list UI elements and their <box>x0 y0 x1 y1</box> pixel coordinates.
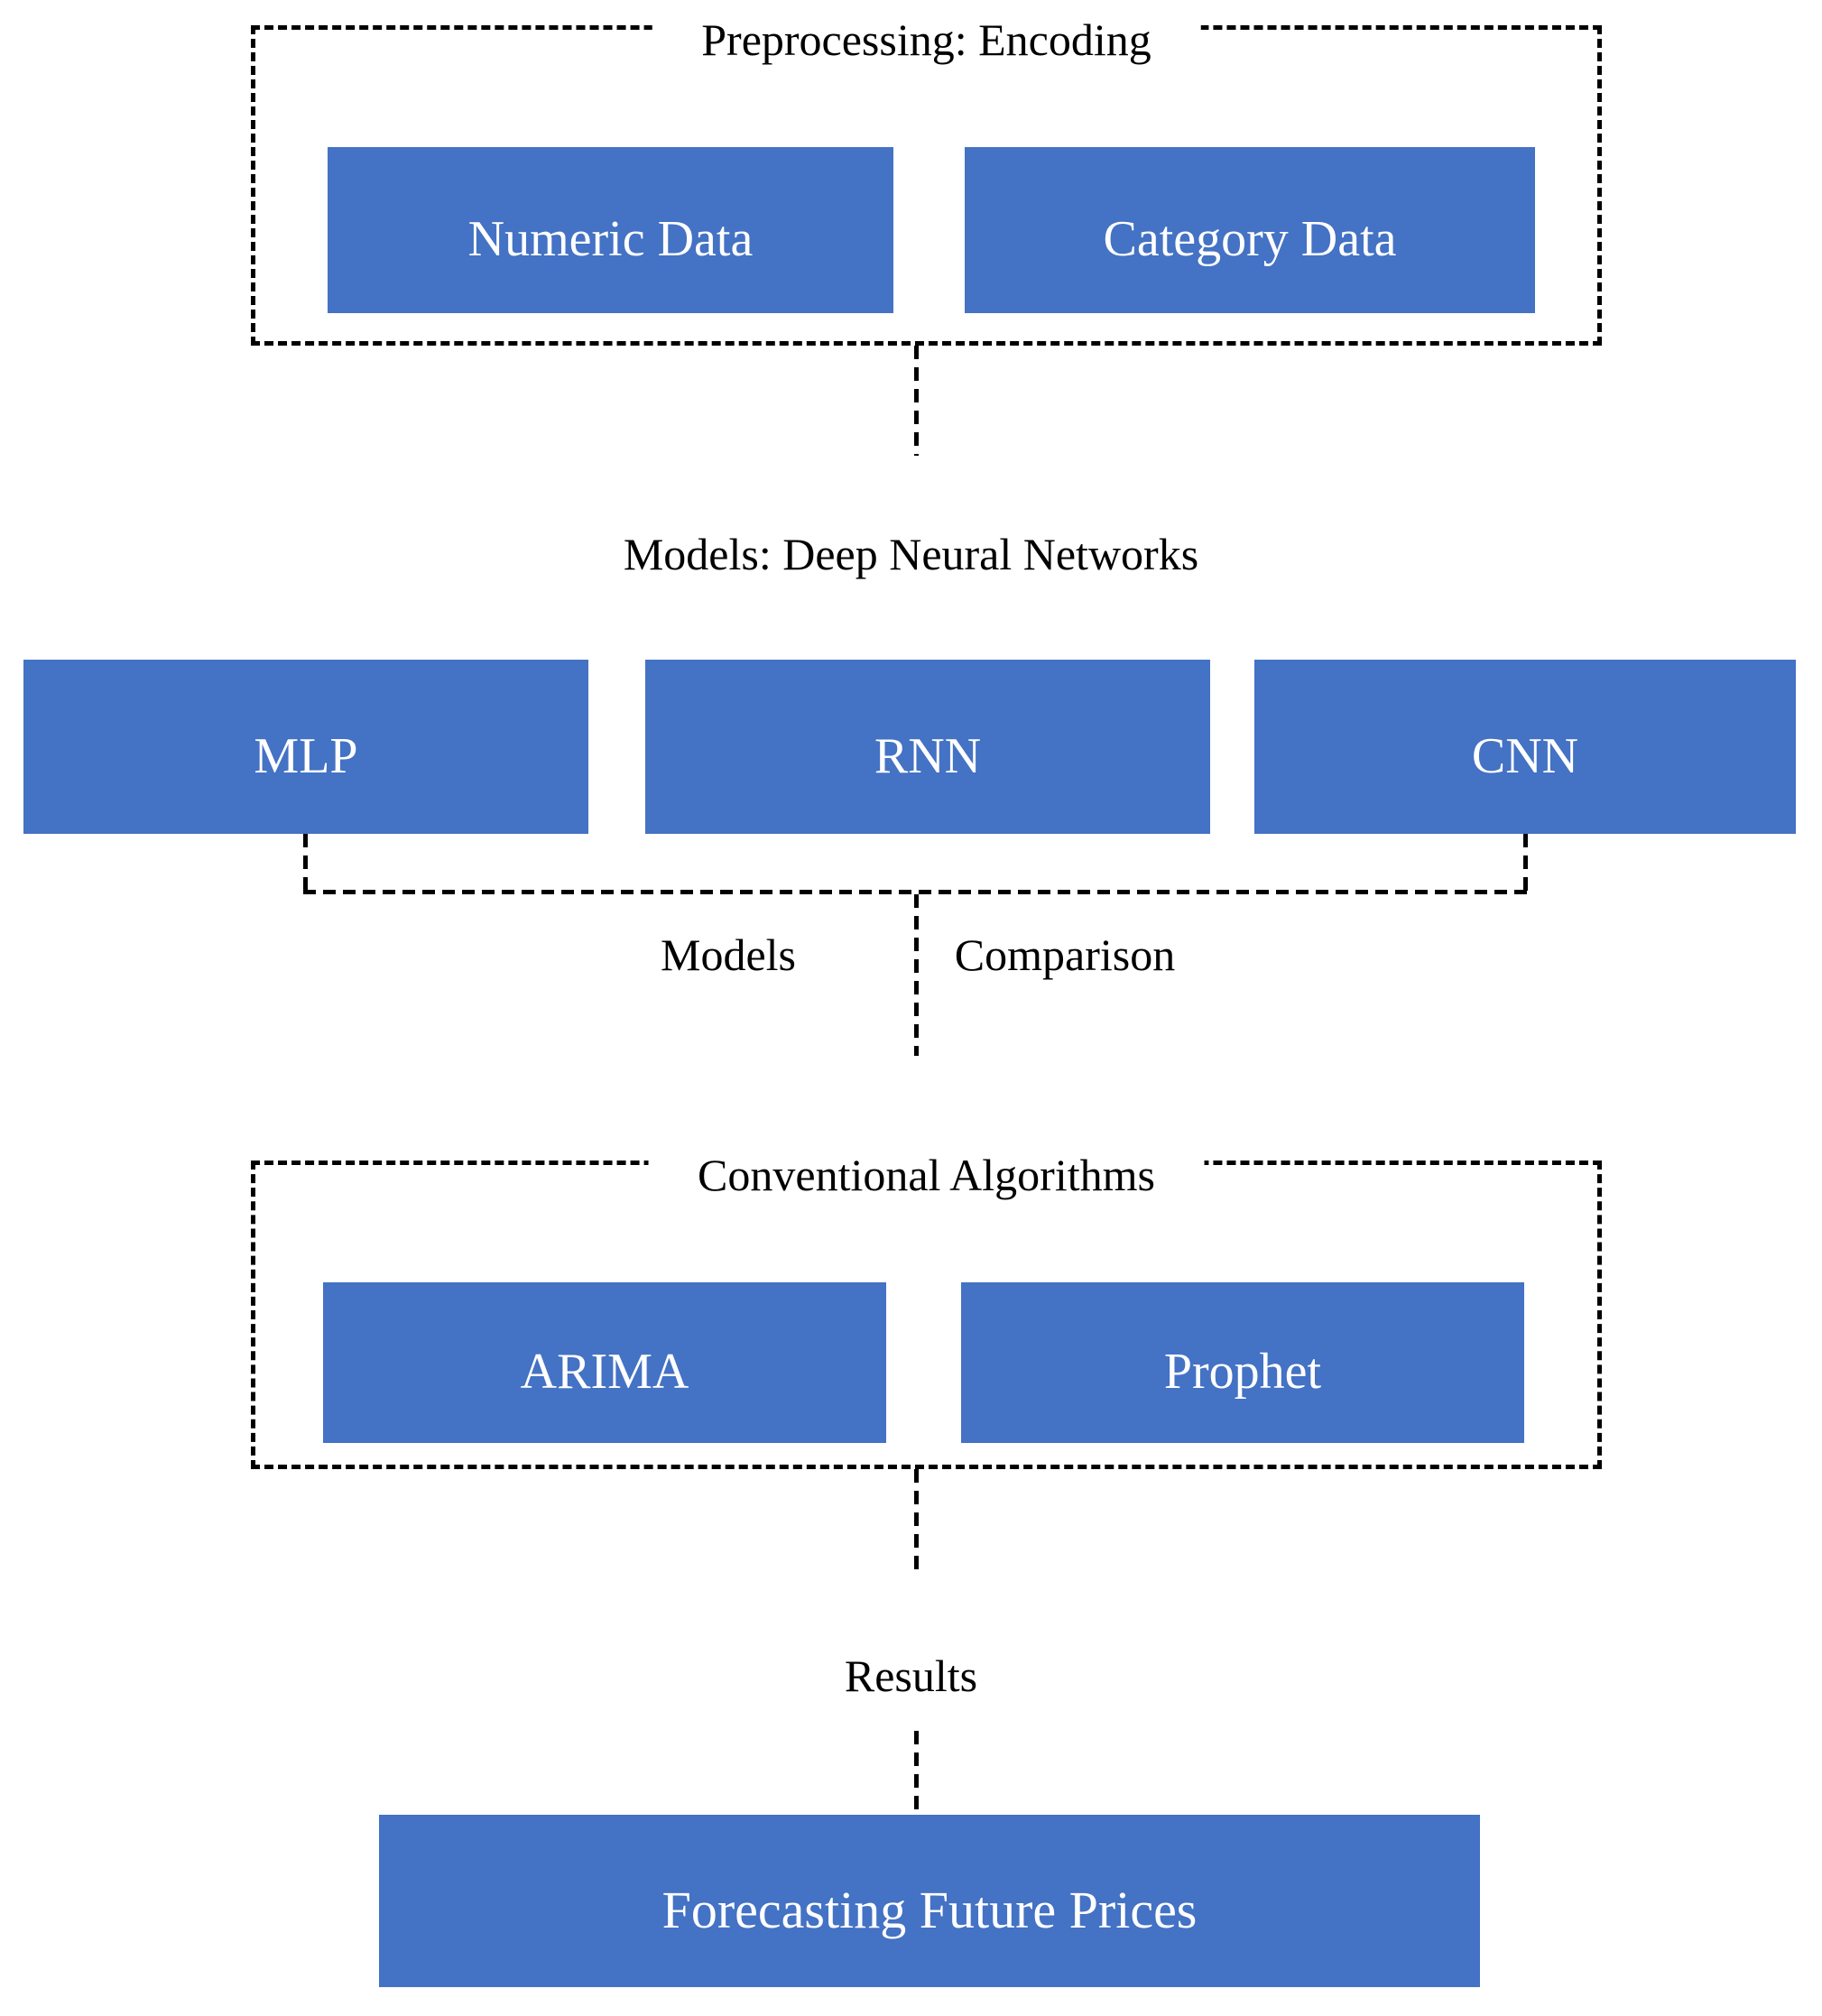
numeric-data-box: Numeric Data <box>328 147 893 313</box>
forecasting-box: Forecasting Future Prices <box>379 1815 1480 1987</box>
connector-preprocessing-down <box>914 346 919 456</box>
arima-label: ARIMA <box>520 1344 689 1400</box>
category-data-label: Category Data <box>1103 211 1397 267</box>
connector-mlp-down <box>303 834 308 892</box>
models-title: Models: Deep Neural Networks <box>623 529 1199 579</box>
mlp-box: MLP <box>23 660 588 834</box>
conventional-title: Conventional Algorithms <box>648 1151 1205 1200</box>
preprocessing-title: Preprocessing: Encoding <box>652 15 1201 65</box>
numeric-data-label: Numeric Data <box>467 211 754 267</box>
arima-box: ARIMA <box>323 1282 886 1443</box>
comparison-side-label: Comparison <box>954 929 1176 980</box>
connector-results-down <box>914 1731 919 1814</box>
cnn-box: CNN <box>1254 660 1796 834</box>
connector-conventional-down <box>914 1469 919 1570</box>
prophet-box: Prophet <box>961 1282 1524 1443</box>
connector-comparison-bus <box>303 890 1528 894</box>
connector-comparison-down <box>914 894 919 1056</box>
conventional-group: Conventional Algorithms ARIMA Prophet <box>251 1151 1602 1469</box>
prophet-label: Prophet <box>1163 1344 1322 1400</box>
rnn-box: RNN <box>645 660 1210 834</box>
preprocessing-group: Preprocessing: Encoding Numeric Data Cat… <box>251 15 1602 346</box>
connector-cnn-down <box>1523 834 1528 892</box>
rnn-label: RNN <box>874 727 982 784</box>
results-label: Results <box>844 1651 978 1701</box>
category-data-box: Category Data <box>965 147 1535 313</box>
cnn-label: CNN <box>1471 727 1579 784</box>
models-side-label: Models <box>661 929 796 980</box>
mlp-label: MLP <box>254 727 358 784</box>
forecasting-label: Forecasting Future Prices <box>661 1881 1198 1939</box>
